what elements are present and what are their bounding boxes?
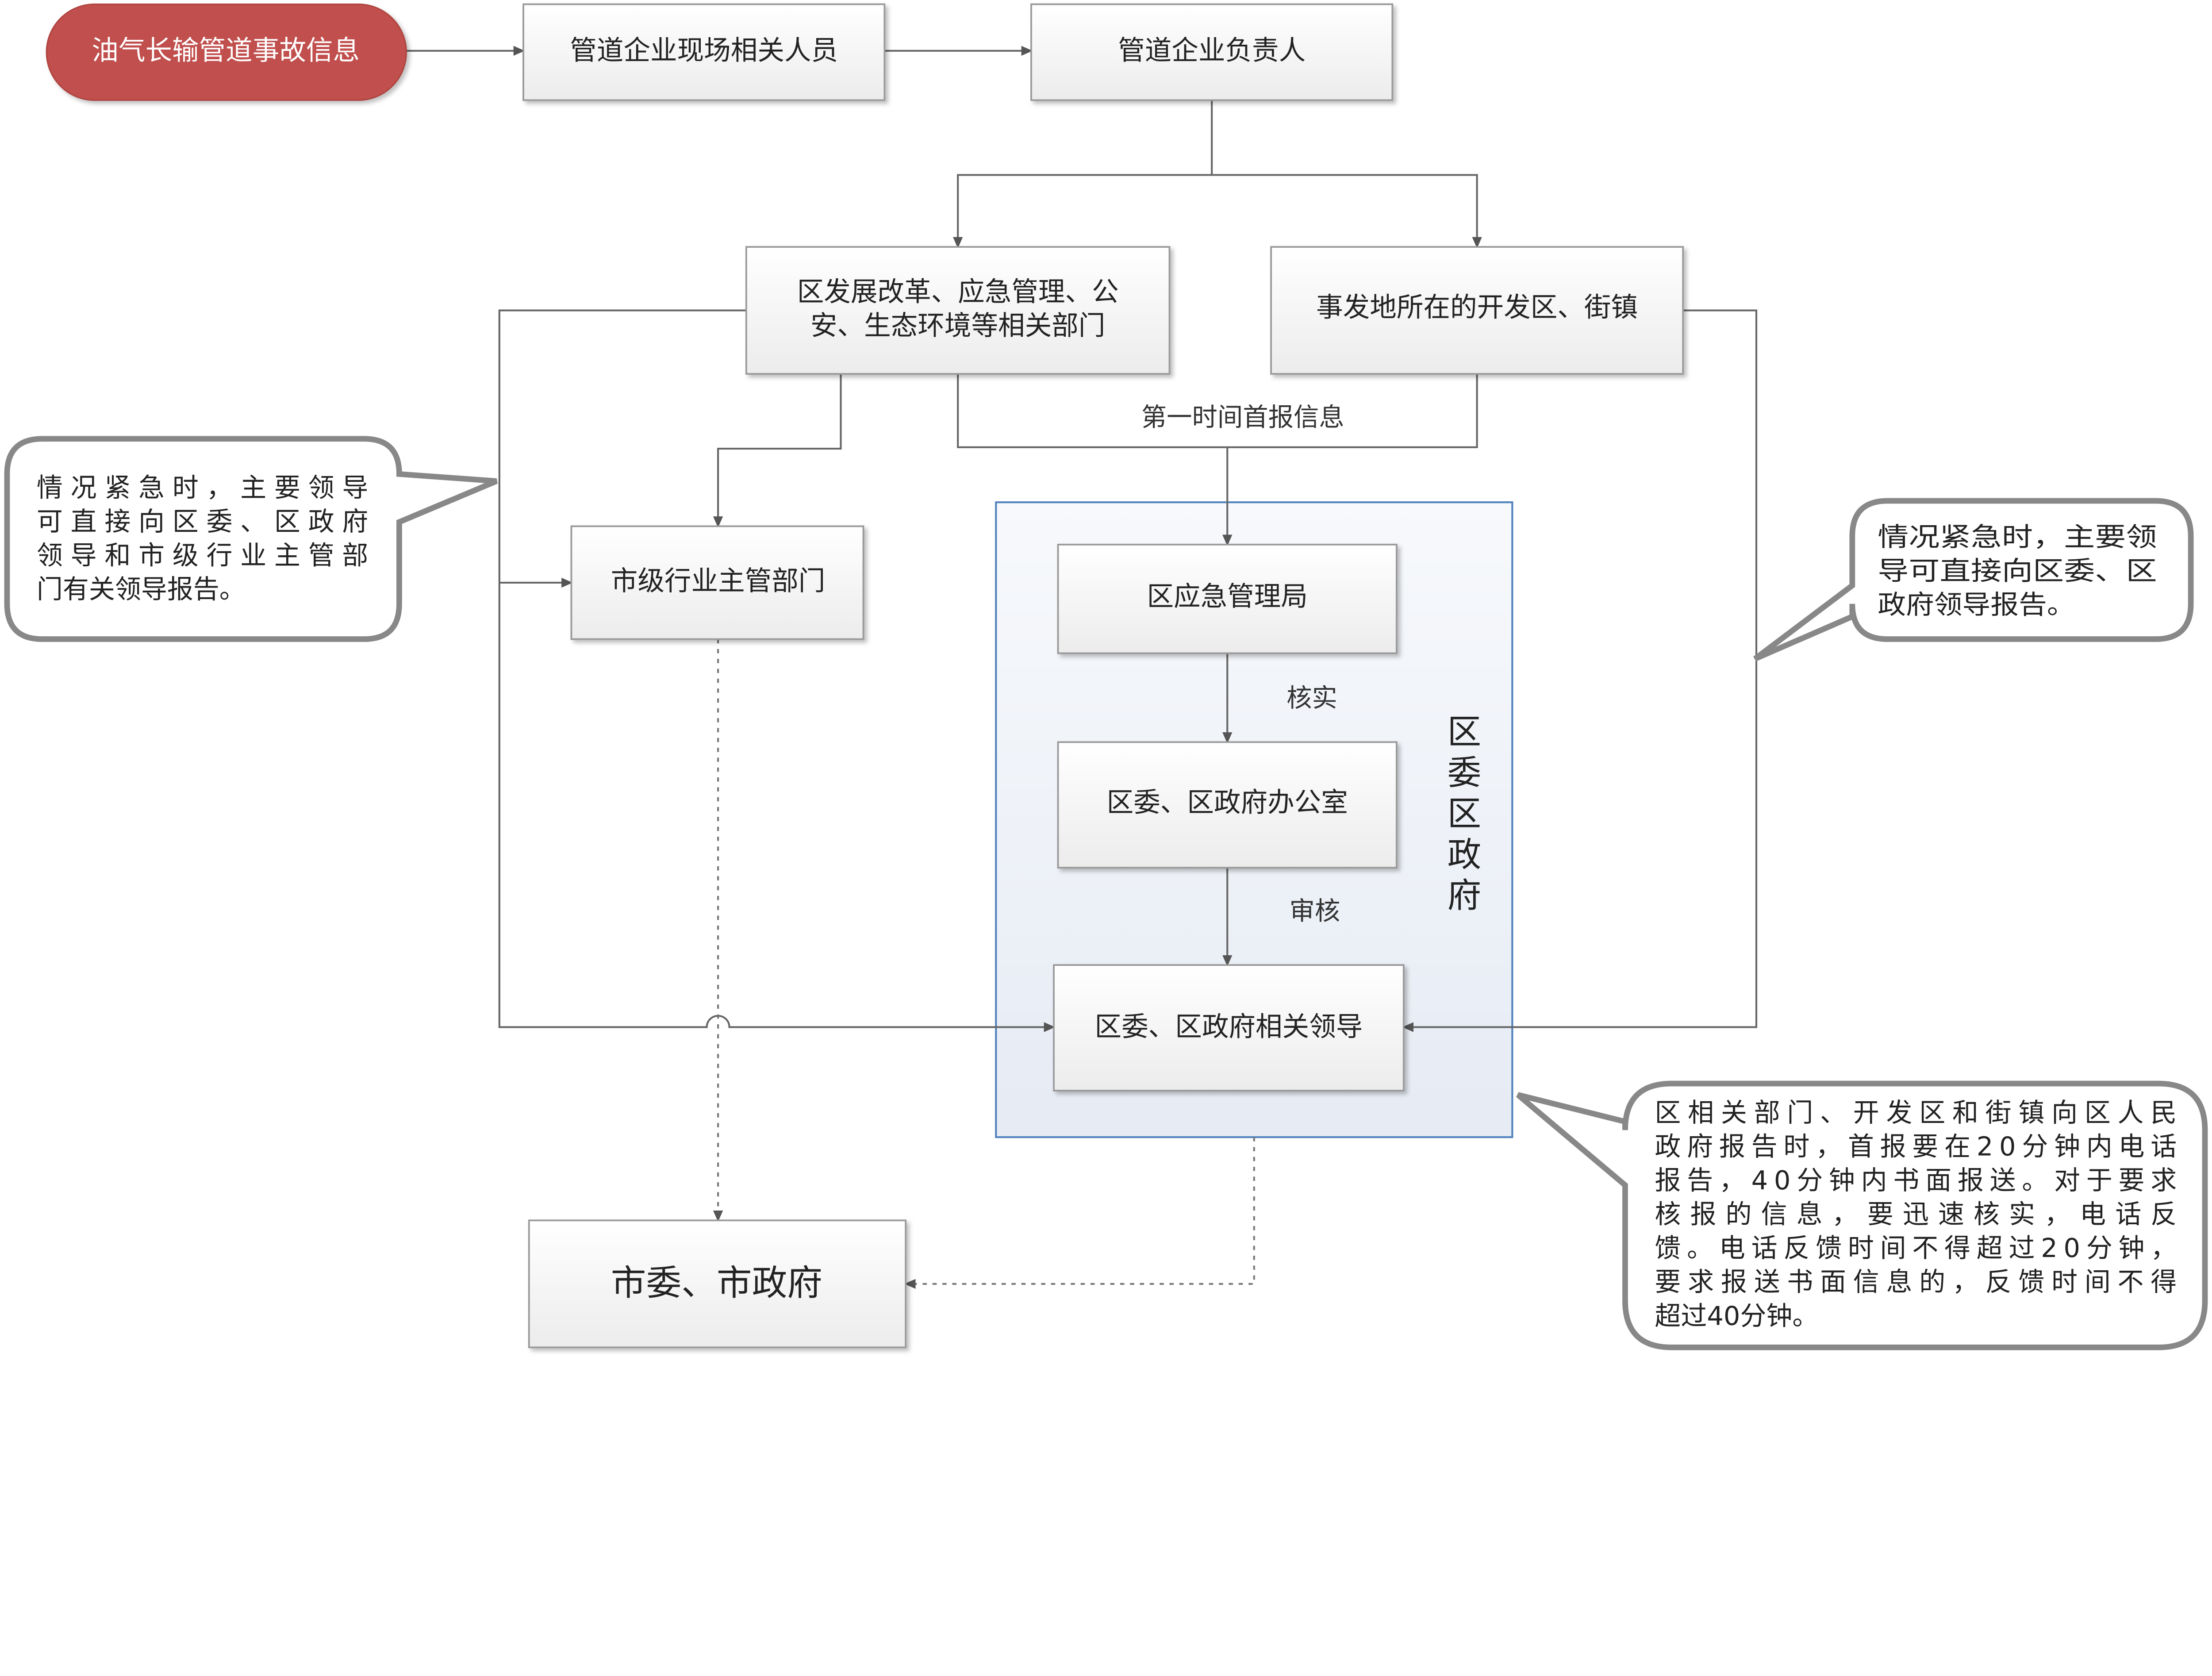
node-dev-zone: 事发地所在的开发区、街镇 (1270, 246, 1684, 375)
node-leaders: 区委、区政府相关领导 (1053, 964, 1405, 1092)
svg-text:区委、区政府相关领导: 区委、区政府相关领导 (1095, 1011, 1363, 1042)
svg-text:区: 区 (1448, 794, 1482, 834)
svg-text:门有关领导报告。: 门有关领导报告。 (37, 574, 246, 604)
svg-text:政府报告时，首报要在20分钟内电话: 政府报告时，首报要在20分钟内电话 (1655, 1131, 2177, 1162)
svg-text:事发地所在的开发区、街镇: 事发地所在的开发区、街镇 (1316, 292, 1638, 323)
svg-text:管道企业负责人: 管道企业负责人 (1118, 35, 1306, 66)
edge-label-first-report: 第一时间首报信息 (1141, 403, 1344, 432)
callout-right-line: 政府领导报告。 (1878, 589, 2075, 620)
edge-label-verify: 核实 (1286, 683, 1337, 713)
svg-text:府: 府 (1448, 876, 1482, 915)
node-office: 区委、区政府办公室 (1057, 741, 1398, 869)
callout-right: 情况紧急时，主要领 导可直接向区委、区 政府领导报告。 (1753, 498, 2194, 662)
connectors (406, 46, 1758, 1289)
callout-bottom-right: 区相关部门、开发区和街镇向区人民 政府报告时，首报要在20分钟内电话 报告，40… (1516, 1080, 2208, 1350)
node-district-depts: 区发展改革、应急管理、公 安、生态环境等相关部门 (745, 246, 1171, 375)
reporting-flowchart: 区 委 区 政 府 第一时间首报信息 核实 审核 油气长输管道事故信息 管道企业… (4, 3, 2208, 1350)
container-label: 区 委 区 政 府 (1448, 712, 1482, 915)
node-city-industry: 市级行业主管部门 (570, 525, 864, 640)
svg-text:油气长输管道事故信息: 油气长输管道事故信息 (92, 35, 360, 66)
svg-text:区委、区政府办公室: 区委、区政府办公室 (1107, 787, 1348, 818)
node-emergency-bureau: 区应急管理局 (1057, 543, 1398, 654)
svg-text:委: 委 (1448, 753, 1482, 793)
node-company-head: 管道企业负责人 (1030, 3, 1394, 101)
edge-label-review: 审核 (1290, 896, 1340, 926)
svg-text:报告，40分钟内书面报送。对于要求: 报告，40分钟内书面报送。对于要求 (1655, 1165, 2177, 1195)
callout-right-line: 情况紧急时，主要领 (1878, 522, 2157, 552)
svg-text:核报的信息，要迅速核实，电话反: 核报的信息，要迅速核实，电话反 (1655, 1199, 2177, 1230)
callout-right-line: 导可直接向区委、区 (1878, 556, 2157, 586)
svg-text:市级行业主管部门: 市级行业主管部门 (611, 566, 826, 597)
svg-text:区发展改革、应急管理、公: 区发展改革、应急管理、公 (797, 277, 1119, 308)
svg-text:市委、市政府: 市委、市政府 (611, 1262, 822, 1303)
svg-text:区: 区 (1448, 712, 1482, 752)
svg-text:区应急管理局: 区应急管理局 (1147, 581, 1307, 612)
svg-text:安、生态环境等相关部门: 安、生态环境等相关部门 (810, 310, 1105, 341)
node-site-staff: 管道企业现场相关人员 (522, 3, 886, 101)
node-start: 油气长输管道事故信息 (46, 3, 407, 101)
svg-text:超过40分钟。: 超过40分钟。 (1655, 1300, 1818, 1331)
node-city-gov: 市委、市政府 (528, 1219, 907, 1349)
callout-left: 情况紧急时，主要领导 可直接向区委、区政府 领导和市级行业主管部 门有关领导报告… (4, 436, 498, 642)
svg-text:政: 政 (1448, 835, 1482, 875)
svg-text:管道企业现场相关人员: 管道企业现场相关人员 (570, 35, 838, 66)
svg-text:馈。电话反馈时间不得超过20分钟，: 馈。电话反馈时间不得超过20分钟， (1655, 1233, 2177, 1263)
